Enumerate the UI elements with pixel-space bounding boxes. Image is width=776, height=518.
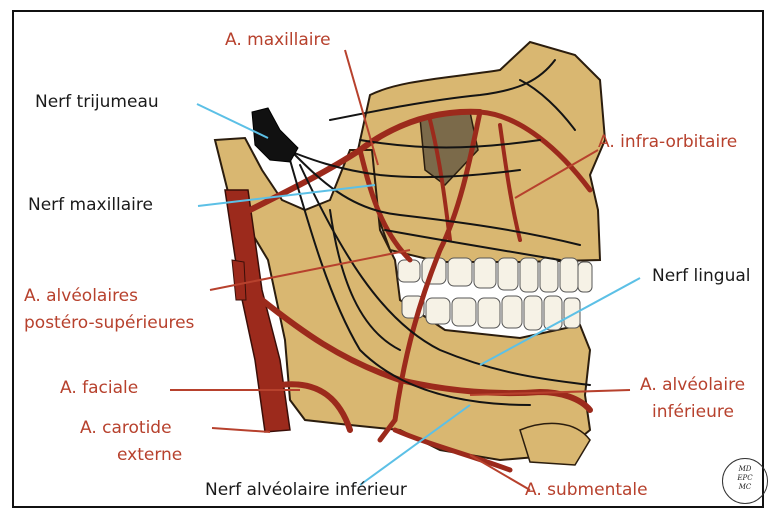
stamp-line-2: EPC xyxy=(723,474,767,483)
stamp-line-1: MD xyxy=(723,465,767,474)
label-nerf-maxillaire: Nerf maxillaire xyxy=(28,195,153,215)
stamp-line-3: MC xyxy=(723,483,767,492)
carotid-branch xyxy=(232,260,246,300)
label-nerf-lingual: Nerf lingual xyxy=(652,266,750,286)
label-a-alveolaire-inf-line2: inférieure xyxy=(652,402,734,422)
label-a-faciale: A. faciale xyxy=(60,378,138,398)
label-a-submentale: A. submentale xyxy=(525,480,648,500)
label-a-maxillaire: A. maxillaire xyxy=(225,30,331,50)
author-stamp: MD EPC MC xyxy=(722,458,768,504)
label-a-carotide-line2: externe xyxy=(117,445,182,465)
label-nerf-trijumeau: Nerf trijumeau xyxy=(35,92,159,112)
maxilla-bone xyxy=(358,42,605,262)
label-a-carotide-line1: A. carotide xyxy=(80,418,172,438)
label-a-alveolaire-inf-line1: A. alvéolaire xyxy=(640,375,745,395)
chin xyxy=(520,423,590,465)
label-nerf-alveolaire-inferieur: Nerf alvéolaire inférieur xyxy=(205,480,407,500)
label-a-alveolaires-line2: postéro-supérieures xyxy=(24,313,194,333)
label-a-alveolaires-line1: A. alvéolaires xyxy=(24,286,138,306)
label-a-infra-orbitaire: A. infra-orbitaire xyxy=(598,132,737,152)
trigeminal-ganglion xyxy=(252,108,298,162)
